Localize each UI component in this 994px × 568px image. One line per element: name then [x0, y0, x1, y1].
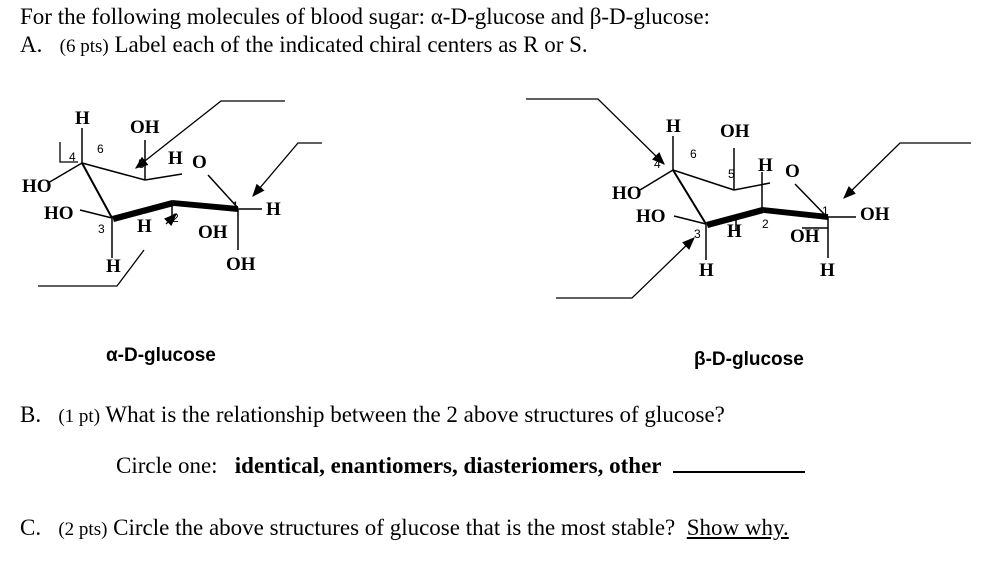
beta-num-2: 2: [762, 217, 769, 231]
beta-num-5: 5: [728, 167, 735, 181]
intro-text: For the following molecules of blood sug…: [20, 4, 710, 29]
part-a-question: A. (6 pts) Label each of the indicated c…: [20, 32, 588, 58]
alpha-ho-left2: HO: [44, 203, 74, 224]
beta-caption: β-D-glucose: [694, 349, 804, 370]
alpha-num-2: 2: [172, 211, 179, 225]
alpha-num-6: 6: [97, 142, 104, 156]
alpha-label-line-c4[interactable]: [59, 142, 78, 163]
beta-h-c5: H: [758, 155, 773, 176]
part-c-label: C.: [20, 515, 42, 540]
beta-glucose-structure: H OH HO HO H O OH H OH H H 6 4 5 3 2 1 β…: [526, 98, 971, 370]
alpha-num-4: 4: [69, 150, 76, 164]
part-b-question: B. (1 pt) What is the relationship betwe…: [20, 402, 725, 428]
alpha-h-top: H: [75, 108, 90, 129]
part-c-text: Circle the above structures of glucose t…: [113, 515, 676, 540]
alpha-ho-left: HO: [22, 176, 52, 197]
beta-ho-left2: HO: [636, 206, 666, 227]
alpha-oh-c2: OH: [198, 222, 228, 243]
part-a-label: A.: [20, 32, 43, 57]
circle-one-row: Circle one: identical, enantiomers, dias…: [116, 453, 806, 479]
beta-label-line-c1[interactable]: [843, 142, 971, 199]
alpha-glucose-structure: H OH HO HO H O H H OH H OH 6 4 5 3 2 1 α…: [22, 100, 322, 366]
beta-label-line-c3[interactable]: [556, 237, 695, 299]
beta-h-c1: H: [820, 260, 835, 281]
alpha-h-c3: H: [106, 256, 121, 277]
alpha-num-1: 1: [232, 199, 239, 213]
beta-o-ring: O: [785, 161, 800, 182]
beta-ho-left: HO: [612, 183, 642, 204]
show-why-link[interactable]: Show why.: [686, 515, 789, 540]
alpha-h-c2: H: [137, 216, 152, 237]
beta-num-1: 1: [822, 204, 829, 218]
alpha-caption: α-D-glucose: [106, 345, 216, 366]
alpha-num-3: 3: [98, 222, 105, 236]
alpha-label-line-c5[interactable]: [134, 100, 285, 169]
part-b-text: What is the relationship between the 2 a…: [105, 402, 725, 427]
beta-h-c3: H: [699, 260, 714, 281]
beta-oh-c2: OH: [790, 226, 820, 247]
beta-num-6: 6: [690, 147, 697, 161]
part-c-points: (2 pts): [58, 519, 108, 540]
alpha-h-c1: H: [266, 199, 281, 220]
alpha-label-line-c1[interactable]: [252, 142, 322, 197]
answer-blank[interactable]: [673, 453, 806, 473]
beta-oh-c1: OH: [860, 204, 890, 225]
alpha-label-line-c3[interactable]: [38, 249, 145, 287]
circle-one-prefix: Circle one:: [116, 453, 218, 478]
alpha-num-5: 5: [138, 157, 145, 171]
beta-num-4: 4: [654, 157, 661, 171]
part-c-question: C. (2 pts) Circle the above structures o…: [20, 515, 789, 541]
alpha-oh-top: OH: [130, 117, 160, 138]
beta-num-3: 3: [694, 227, 701, 241]
part-b-points: (1 pt): [58, 406, 101, 427]
beta-label-line-c4[interactable]: [526, 98, 665, 165]
beta-oh-top: OH: [720, 121, 750, 142]
beta-h-top: H: [666, 116, 681, 137]
beta-h-c2: H: [727, 221, 742, 242]
part-b-label: B.: [20, 402, 42, 427]
alpha-o-ring: O: [192, 152, 207, 173]
alpha-oh-c1: OH: [226, 254, 256, 275]
circle-one-options[interactable]: identical, enantiomers, diasteriomers, o…: [234, 453, 662, 478]
alpha-h-c5: H: [168, 148, 183, 169]
part-a-text: Label each of the indicated chiral cente…: [114, 32, 588, 57]
part-a-points: (6 pts): [59, 36, 109, 57]
